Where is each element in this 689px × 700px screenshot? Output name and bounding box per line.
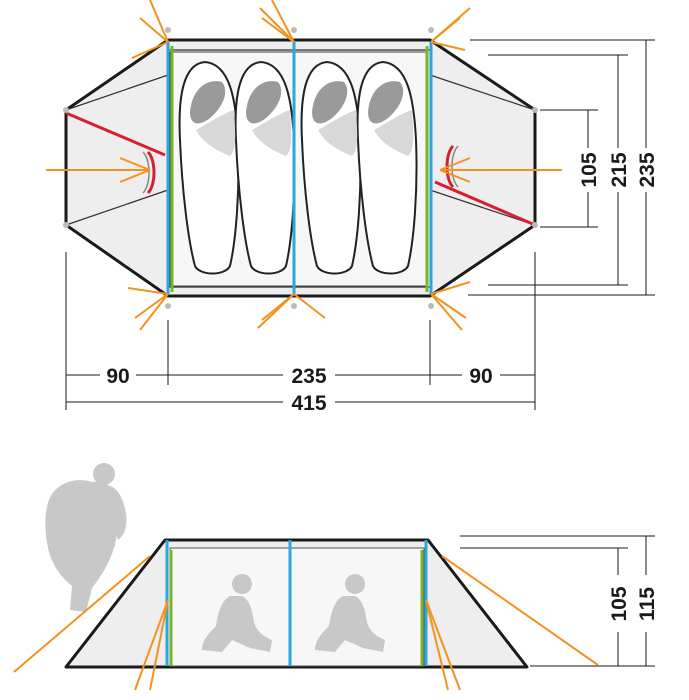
tent-top-view	[46, 0, 562, 331]
dim-total-width: 235	[636, 152, 659, 187]
dim-total-height: 115	[636, 587, 659, 621]
stake-marks	[63, 27, 538, 309]
dim-vestibule-left: 90	[106, 365, 129, 388]
dim-door-width: 105	[578, 152, 601, 187]
dim-vestibule-right: 90	[469, 365, 492, 388]
dim-inner-length: 235	[291, 365, 326, 388]
door-arc-grey	[142, 145, 459, 194]
sleeping-bag-hood	[190, 81, 404, 124]
door-zip-lines	[65, 111, 536, 227]
side-view-dimension-labels: 105 115	[608, 586, 659, 621]
vestibule-panel-lines	[65, 49, 536, 288]
hiker-silhouette-icon	[45, 463, 127, 612]
sleeping-bag-fold	[196, 110, 414, 156]
top-view-dimension-labels: 90 235 90 415 105 215 235	[106, 152, 659, 415]
side-guy-lines	[13, 555, 599, 691]
guy-lines	[46, 0, 562, 331]
tent-side-view	[13, 538, 599, 691]
tent-poles	[166, 42, 433, 294]
dim-inner-width: 215	[608, 152, 631, 187]
dim-total-length: 415	[291, 392, 326, 415]
sitting-person-icon	[202, 574, 385, 652]
top-view-dimension-lines	[65, 39, 655, 410]
side-view-dimension-lines	[460, 535, 655, 667]
dim-inner-height: 105	[608, 586, 631, 621]
